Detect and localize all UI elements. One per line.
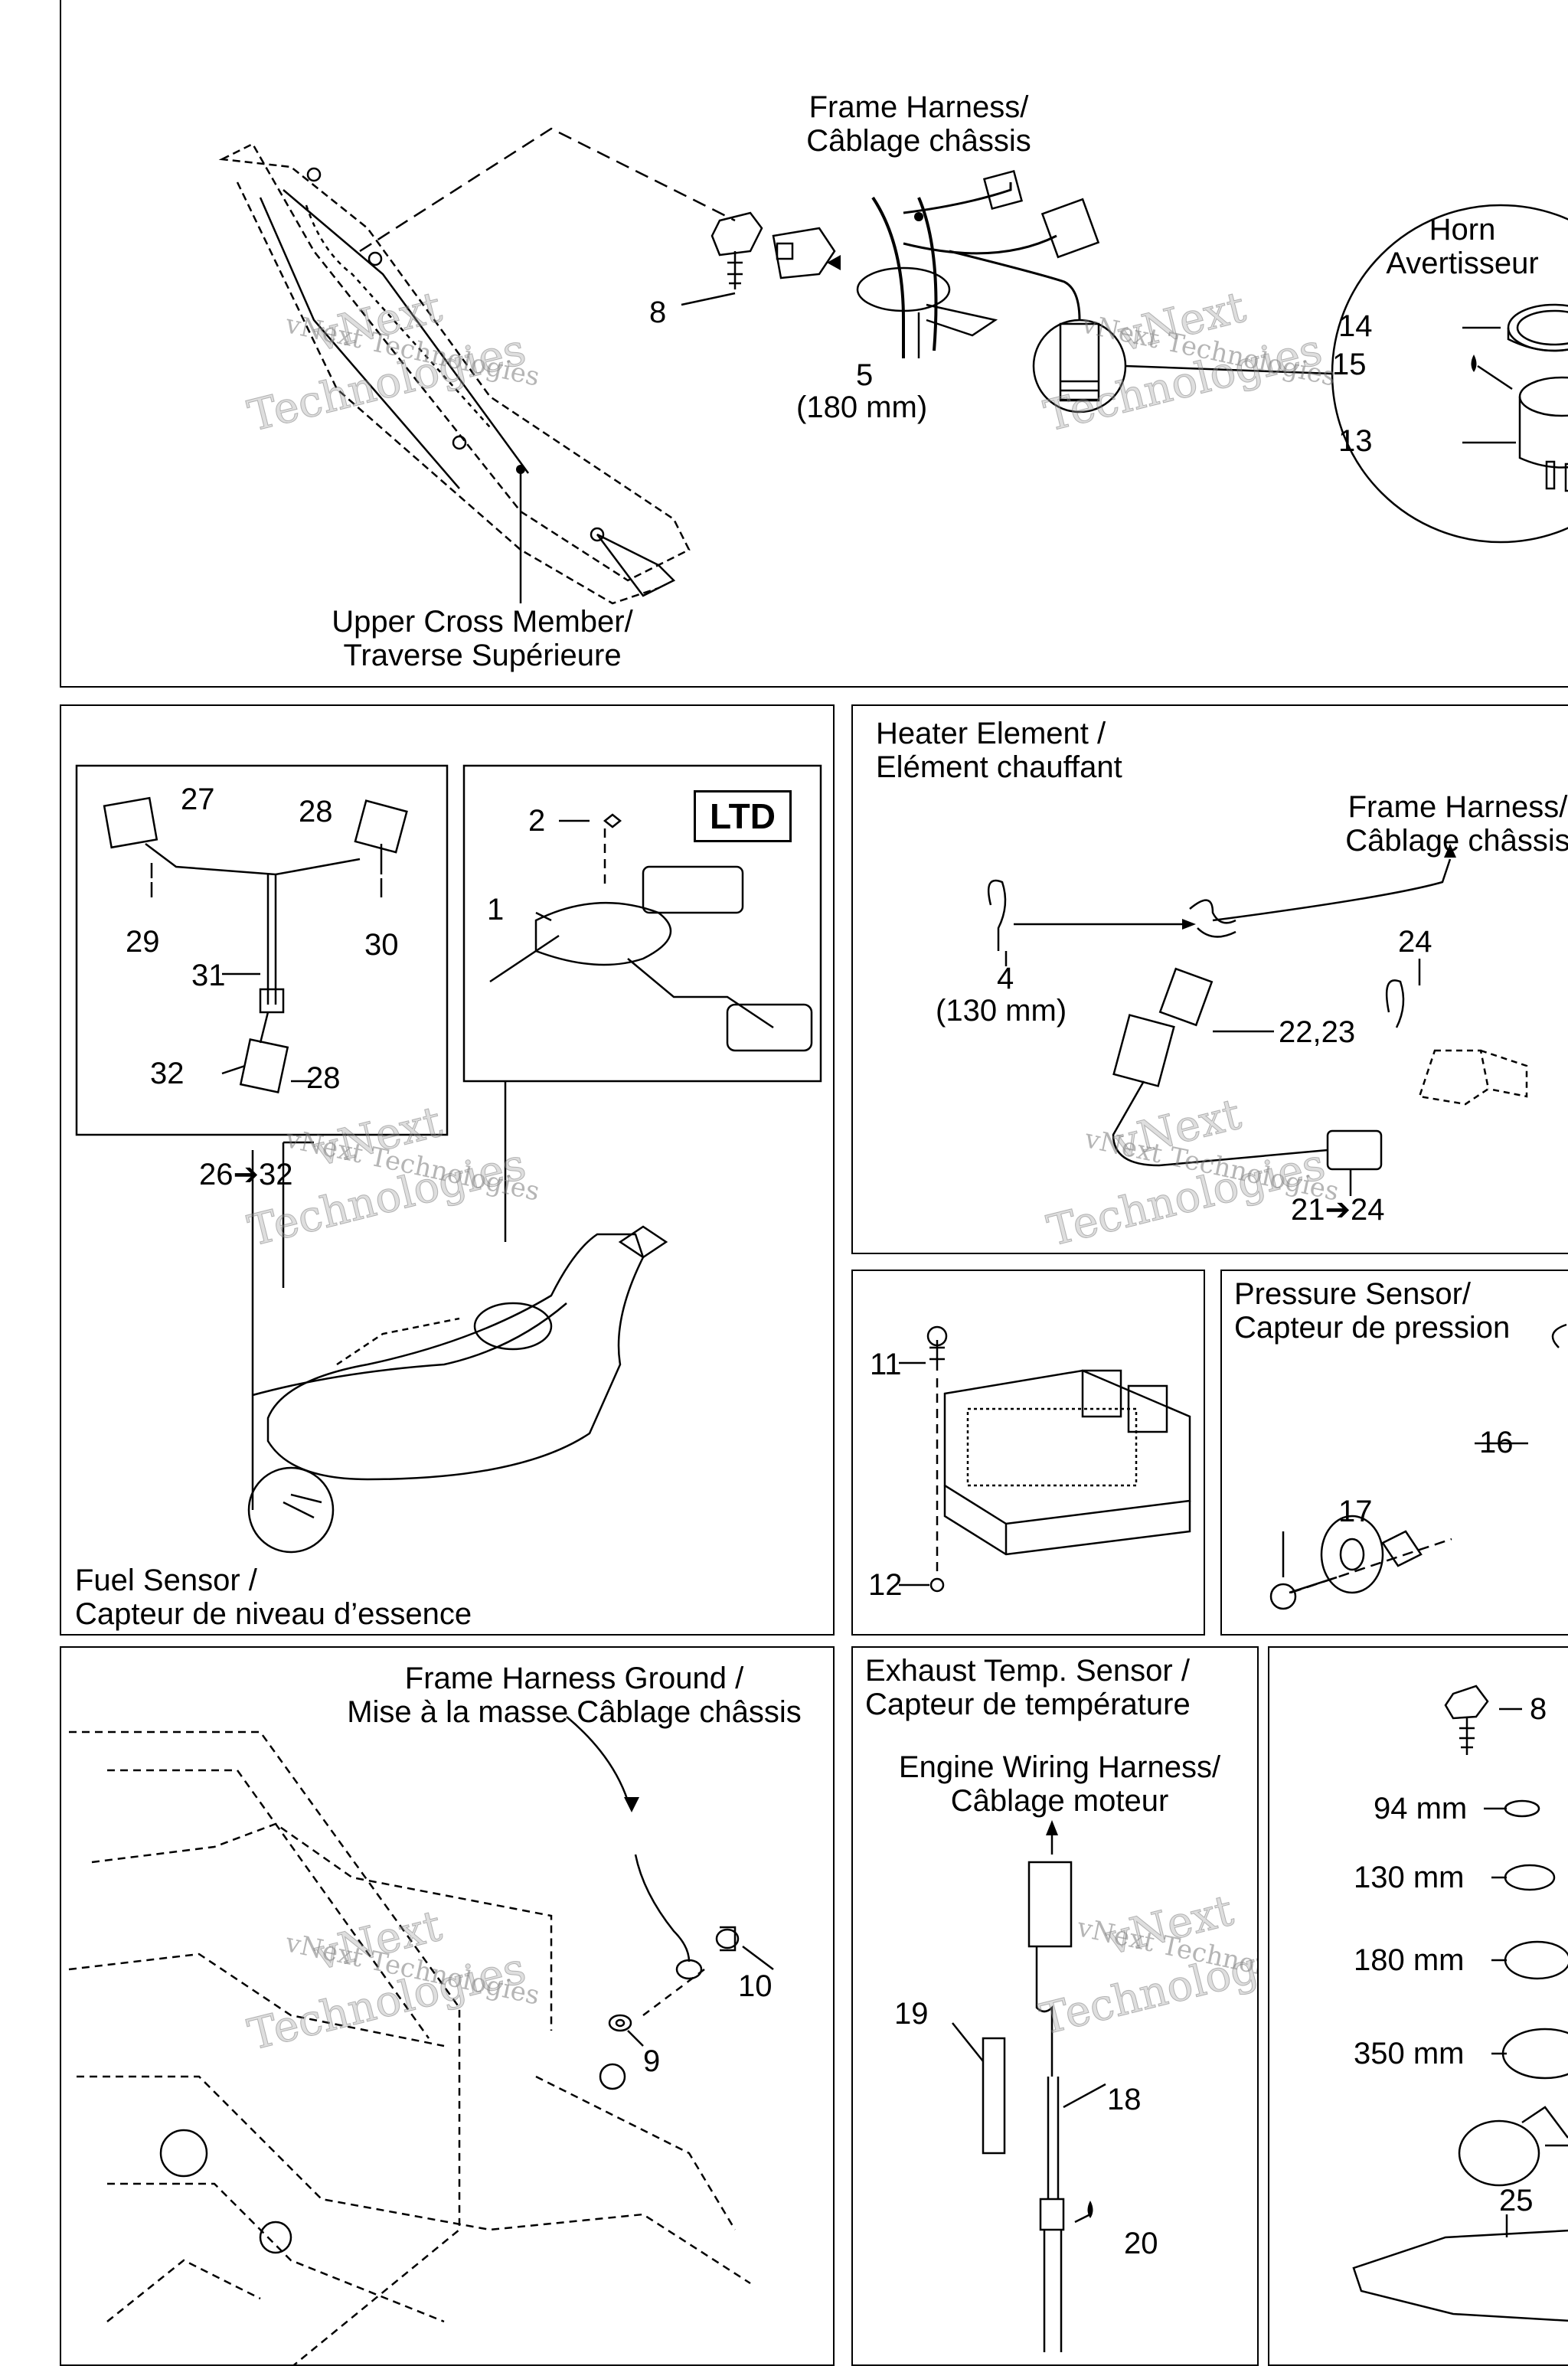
upper-cross-member-label: Upper Cross Member/ Traverse Supérieure bbox=[332, 605, 633, 672]
part-number-12: 12 bbox=[868, 1568, 903, 1602]
parts-range-26-32: 26➔32 bbox=[199, 1158, 293, 1191]
part-number-27: 27 bbox=[181, 783, 215, 816]
part-number-28: 28 bbox=[299, 795, 333, 828]
part-number-11: 11 bbox=[870, 1348, 902, 1381]
cable-tie-180mm: 180 mm bbox=[1354, 1943, 1465, 1977]
panel-fuel-sensor: LTD 27 28 29 30 31 32 28 2 1 26➔32 Fuel … bbox=[60, 704, 835, 1636]
part-number-31: 31 bbox=[191, 959, 226, 992]
frame-harness-drawing bbox=[218, 127, 1568, 605]
part-number-19: 19 bbox=[894, 1997, 929, 2031]
parts-range-21-24: 21➔24 bbox=[1291, 1193, 1385, 1227]
panel-heater-element: Heater Element / Elément chauffant Frame… bbox=[851, 704, 1568, 1254]
panel-frame-harness-ground: Frame Harness Ground / Mise à la masse C… bbox=[60, 1646, 835, 2366]
cable-tie-length-130: (130 mm) bbox=[936, 994, 1067, 1028]
ltd-badge: LTD bbox=[694, 790, 792, 842]
frame-harness-ground-title: Frame Harness Ground / Mise à la masse C… bbox=[347, 1662, 802, 1729]
heater-element-title: Heater Element / Elément chauffant bbox=[876, 717, 1122, 784]
heater-element-drawing bbox=[987, 844, 1528, 1196]
part-number-24: 24 bbox=[1398, 925, 1432, 959]
part-number-28-lower: 28 bbox=[306, 1061, 341, 1095]
cable-ties-drawing bbox=[1352, 1685, 1568, 2322]
part-number-9: 9 bbox=[643, 2044, 661, 2078]
fuel-sensor-caption: Fuel Sensor / Capteur de niveau d’essenc… bbox=[75, 1564, 472, 1631]
part-number-5: 5 bbox=[856, 358, 874, 392]
part-number-2: 2 bbox=[528, 804, 546, 838]
panel-pressure-sensor: Pressure Sensor/ Capteur de pression 16 … bbox=[1220, 1270, 1568, 1636]
frame-ground-drawing bbox=[68, 1716, 774, 2364]
part-number-18: 18 bbox=[1107, 2083, 1142, 2116]
part-number-4: 4 bbox=[997, 962, 1014, 995]
exhaust-sensor-drawing bbox=[952, 1820, 1106, 2352]
cable-tie-length-180: (180 mm) bbox=[796, 391, 928, 424]
part-number-14: 14 bbox=[1338, 309, 1373, 343]
part-number-15: 15 bbox=[1332, 348, 1367, 381]
part-number-8: 8 bbox=[649, 296, 667, 329]
part-number-32: 32 bbox=[150, 1057, 185, 1090]
part-number-22-23: 22,23 bbox=[1279, 1015, 1356, 1049]
horn-label: Horn Avertisseur bbox=[1386, 213, 1539, 280]
pressure-sensor-drawing bbox=[1269, 1323, 1567, 1610]
part-number-13: 13 bbox=[1338, 424, 1373, 458]
panel-exhaust-temp-sensor: Exhaust Temp. Sensor / Capteur de tempér… bbox=[851, 1646, 1259, 2366]
pressure-sensor-title: Pressure Sensor/ Capteur de pression bbox=[1234, 1277, 1511, 1345]
fuel-sensor-drawing bbox=[75, 764, 822, 1554]
part-number-30: 30 bbox=[364, 928, 399, 962]
panel-frame-harness-horn: Frame Harness/ Câblage châssis Upper Cro… bbox=[60, 0, 1568, 688]
fuse-box-drawing bbox=[899, 1325, 1191, 1593]
panel-fuse-box: 11 12 bbox=[851, 1270, 1205, 1636]
part-number-16: 16 bbox=[1479, 1426, 1514, 1459]
cable-tie-94mm: 94 mm bbox=[1374, 1792, 1468, 1825]
panel-cable-ties: 8 94 mm 130 mm 180 mm 350 mm 7 25 bbox=[1268, 1646, 1568, 2366]
part-number-29: 29 bbox=[126, 925, 160, 959]
part-number-8-ties: 8 bbox=[1530, 1692, 1547, 1726]
cable-tie-130mm: 130 mm bbox=[1354, 1861, 1465, 1894]
engine-wiring-harness-label: Engine Wiring Harness/ Câblage moteur bbox=[898, 1750, 1221, 1818]
part-number-25: 25 bbox=[1499, 2184, 1534, 2217]
part-number-20: 20 bbox=[1124, 2227, 1158, 2260]
frame-harness-label: Frame Harness/ Câblage châssis bbox=[806, 90, 1031, 158]
part-number-17: 17 bbox=[1338, 1495, 1373, 1528]
part-number-10: 10 bbox=[738, 1969, 773, 2003]
cable-tie-350mm: 350 mm bbox=[1354, 2037, 1465, 2070]
heater-frame-harness-label: Frame Harness/ Câblage châssis bbox=[1345, 790, 1568, 858]
exhaust-temp-sensor-title: Exhaust Temp. Sensor / Capteur de tempér… bbox=[865, 1654, 1191, 1721]
part-number-1: 1 bbox=[487, 893, 505, 926]
